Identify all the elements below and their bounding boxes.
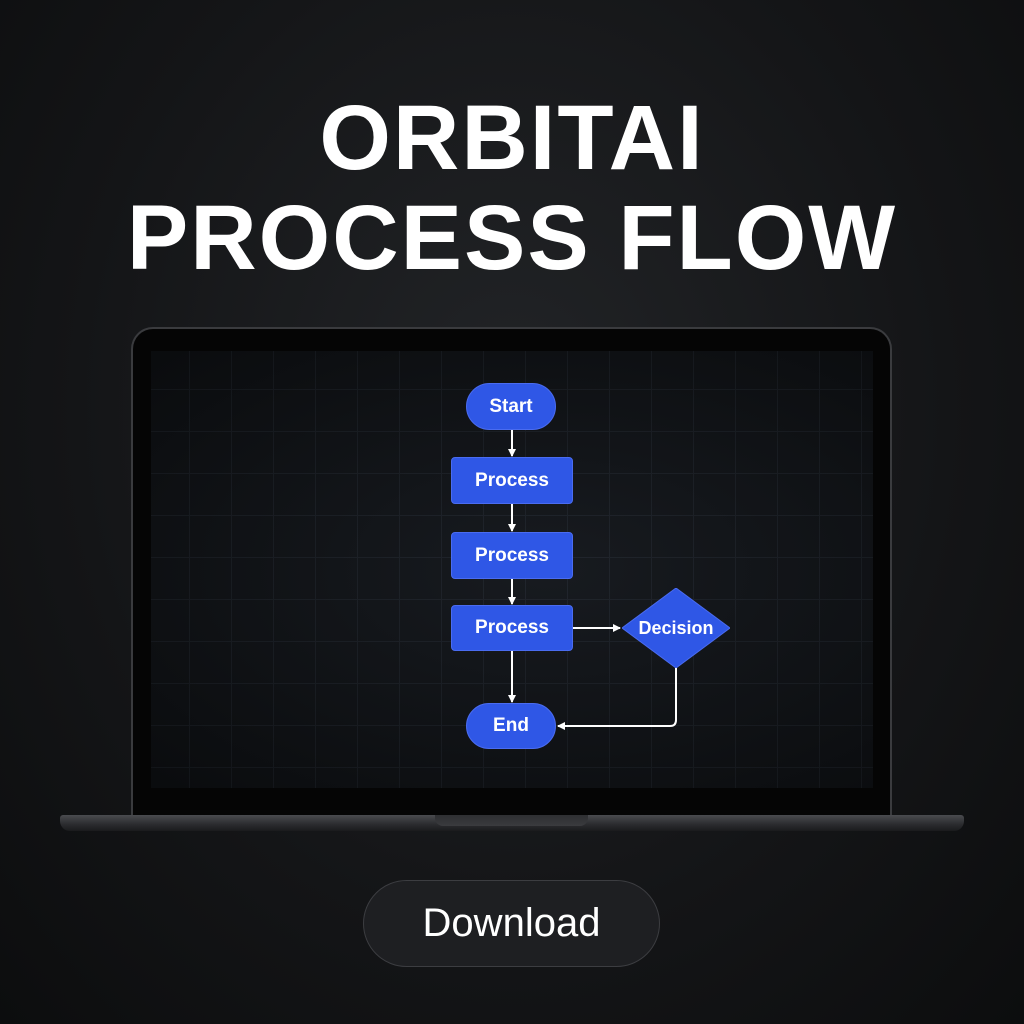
decision-diamond[interactable] (622, 588, 730, 668)
end-node[interactable]: End (466, 703, 556, 749)
title-line-1: ORBITAI (319, 87, 705, 189)
process-node-2[interactable]: Process (451, 532, 573, 579)
download-button[interactable]: Download (363, 880, 660, 967)
arrow-decision-to-end (557, 668, 677, 730)
decision-label: Decision (638, 617, 714, 638)
start-node[interactable]: Start (466, 383, 556, 430)
title-line-2: PROCESS FLOW (126, 187, 898, 289)
laptop-notch (435, 815, 588, 826)
process-node-1[interactable]: Process (451, 457, 573, 504)
process-node-3[interactable]: Process (451, 605, 573, 651)
